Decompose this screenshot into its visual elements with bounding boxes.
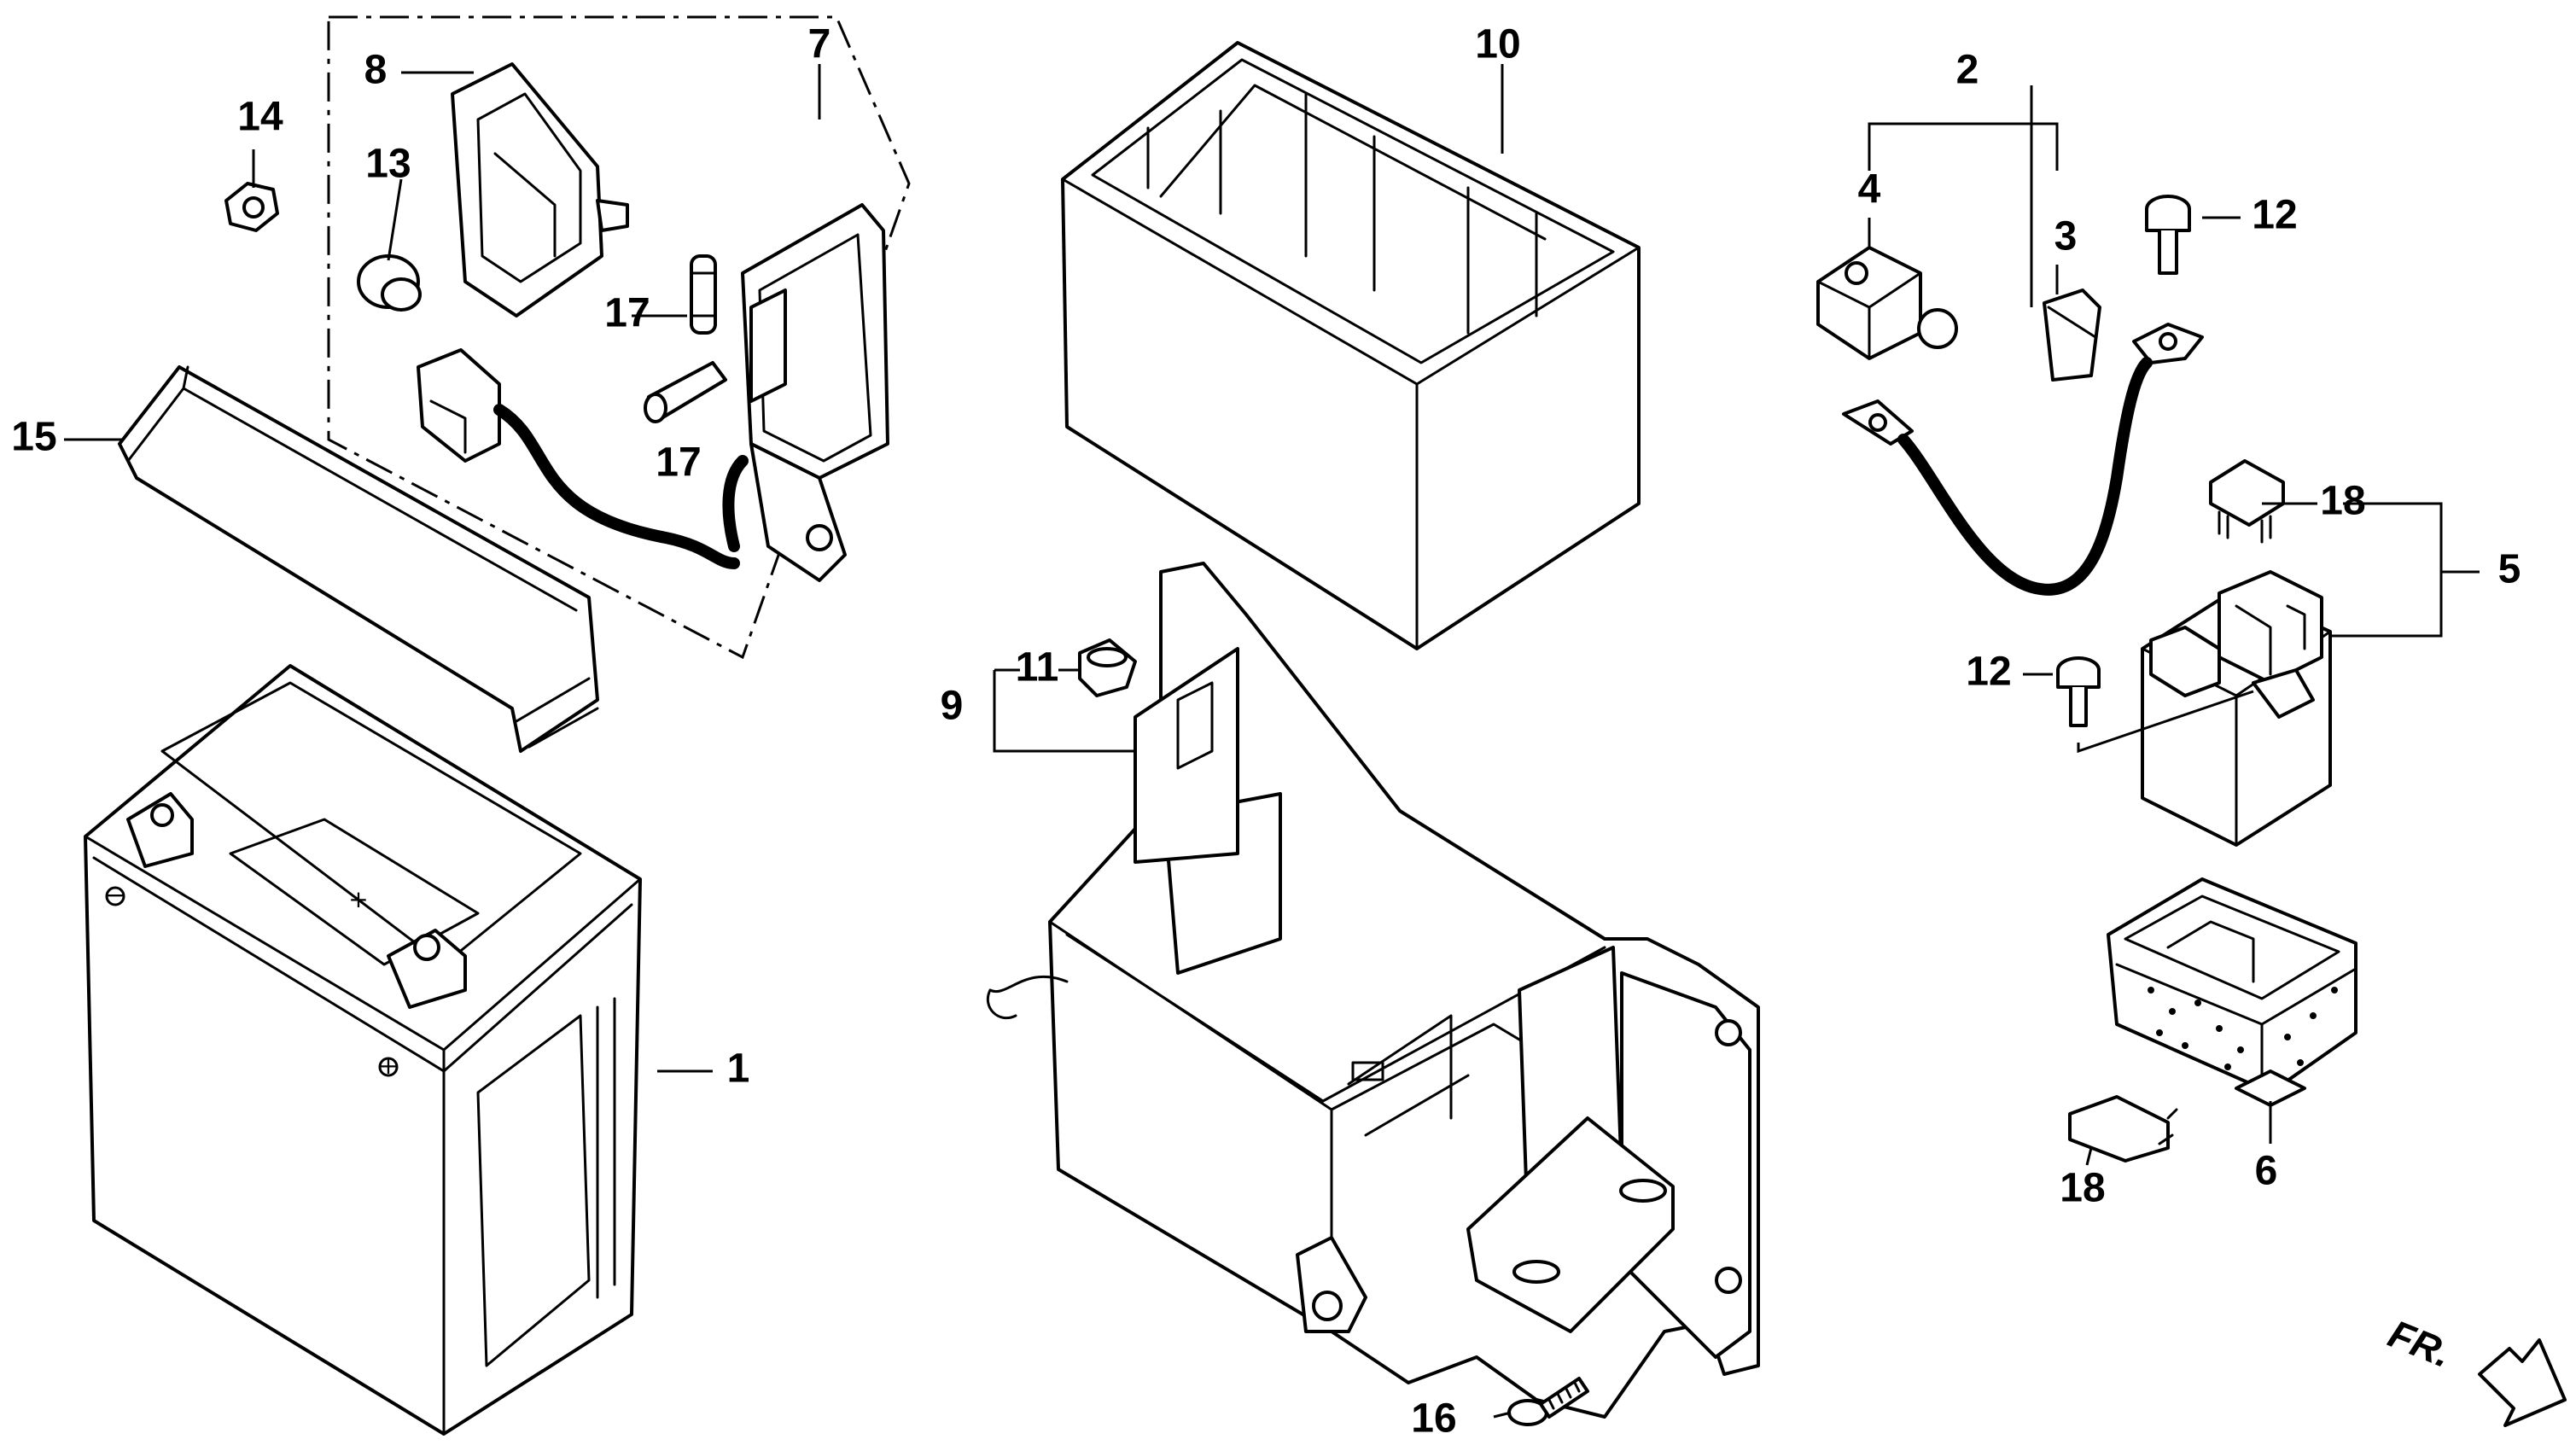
battery-cable-part-2 (1842, 323, 2204, 596)
battery-case-part-10 (1061, 41, 1641, 650)
terminal-cap-part-4 (1816, 246, 1958, 360)
callout-1: 1 (727, 1046, 750, 1092)
spare-fuse-part-18b (2068, 1095, 2178, 1163)
callout-17a: 17 (604, 291, 650, 336)
top-positive-mark: + (348, 885, 368, 913)
callout-16: 16 (1411, 1396, 1456, 1442)
fuse-box-part-7 (417, 203, 889, 582)
callout-14: 14 (237, 95, 283, 140)
leader-lines (64, 64, 2480, 1419)
fuse-cover-part-8 (451, 62, 629, 318)
spare-fuse-part-18a (2209, 459, 2285, 544)
bolt-part-16 (1507, 1377, 1589, 1426)
callout-3: 3 (2054, 214, 2078, 259)
callout-9: 9 (941, 684, 964, 729)
screw-part-12b (2056, 656, 2101, 727)
callout-2: 2 (1956, 48, 1979, 93)
front-direction-arrow-icon (2478, 1338, 2567, 1427)
cushion-part-11 (1078, 638, 1137, 697)
callout-10: 10 (1475, 22, 1520, 67)
battery-tray-part-9 (986, 562, 1760, 1419)
screw-part-12a (2145, 195, 2191, 275)
callout-17b: 17 (656, 440, 701, 486)
callout-7: 7 (808, 22, 831, 67)
fuse-part-17b (644, 361, 727, 423)
terminal-boot-part-3 (2043, 288, 2101, 382)
nut-part-14 (224, 182, 279, 232)
relay-cover-stipple (2148, 987, 2338, 1070)
front-direction-label: FR. (2382, 1311, 2457, 1376)
grommet-part-13 (357, 254, 422, 312)
callout-12a: 12 (2252, 193, 2297, 238)
callout-4: 4 (1858, 167, 1881, 213)
positive-terminal-mark: + (378, 1052, 398, 1080)
callout-11: 11 (1016, 645, 1059, 691)
fuse-part-17a (690, 254, 717, 335)
relay-cover-part-6 (2107, 877, 2357, 1107)
starter-relay-part-5 (2141, 570, 2332, 847)
battery-part-1: − + + (84, 664, 642, 1436)
callout-5: 5 (2498, 547, 2521, 592)
negative-terminal-mark: − (105, 881, 125, 909)
callout-18b: 18 (2060, 1166, 2105, 1211)
callout-15: 15 (11, 415, 56, 460)
battery-band-part-15 (118, 365, 599, 753)
callout-12b: 12 (1966, 650, 2011, 695)
callout-8: 8 (364, 48, 388, 93)
callout-13: 13 (365, 142, 411, 187)
callout-18a: 18 (2320, 479, 2365, 524)
callout-6: 6 (2255, 1149, 2278, 1194)
